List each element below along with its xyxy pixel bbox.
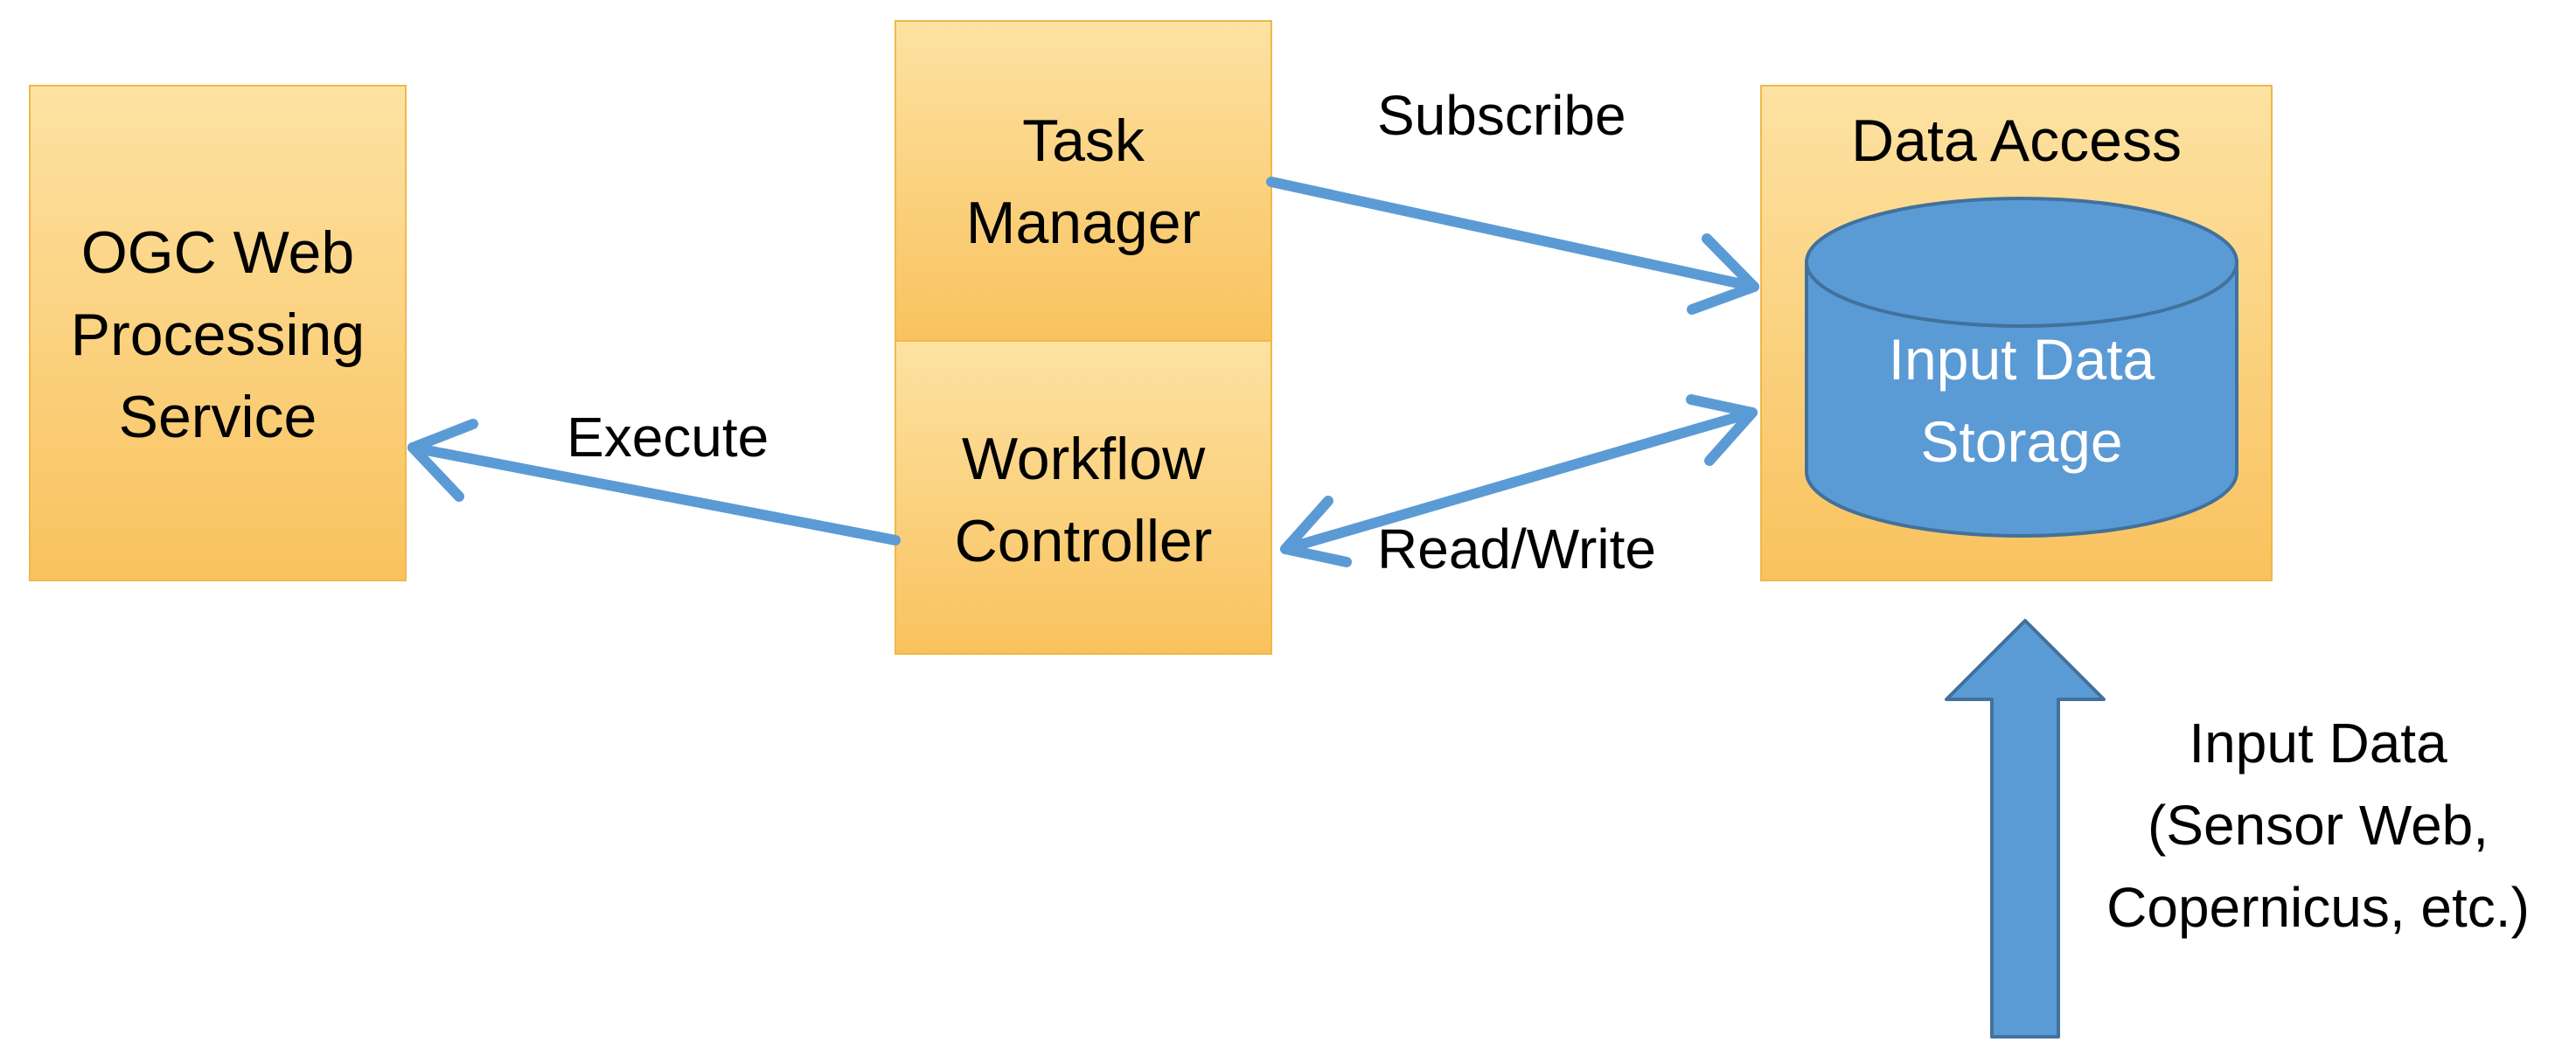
task-manager-label-line-2: Manager	[966, 190, 1201, 256]
input-data-label-line-3: Copernicus, etc.)	[2106, 876, 2530, 939]
subscribe-arrow	[1266, 177, 1759, 315]
execute-label: Execute	[567, 406, 769, 469]
input-data-storage-cylinder: Input Data Storage	[1805, 197, 2238, 538]
ogc-wps-box: OGC Web Processing Service	[29, 85, 407, 581]
input-data-label-line-1: Input Data	[2189, 712, 2447, 775]
subscribe-label: Subscribe	[1377, 84, 1626, 147]
workflow-controller-label-line-1: Workflow	[962, 426, 1206, 492]
workflow-controller-label-line-2: Controller	[955, 508, 1213, 574]
ogc-wps-label-line-2: Processing	[71, 302, 365, 368]
read-write-arrow	[1280, 394, 1758, 567]
task-manager-label-line-1: Task	[1022, 108, 1145, 174]
input-data-label-line-2: (Sensor Web,	[2148, 794, 2489, 857]
task-manager-box: Task Manager	[895, 20, 1272, 344]
input-data-storage-label-line-2: Storage	[1920, 409, 2122, 474]
input-data-arrow	[1945, 619, 2106, 1039]
execute-arrow	[407, 419, 901, 545]
read-write-label: Read/Write	[1377, 518, 1656, 580]
input-data-label: Input Data (Sensor Web, Copernicus, etc.…	[2106, 712, 2530, 939]
ogc-wps-label-line-3: Service	[119, 384, 317, 450]
data-access-label: Data Access	[1851, 108, 2182, 174]
workflow-controller-box: Workflow Controller	[895, 340, 1272, 655]
ogc-wps-label-line-1: OGC Web	[81, 219, 354, 286]
input-data-storage-label-line-1: Input Data	[1889, 327, 2155, 392]
